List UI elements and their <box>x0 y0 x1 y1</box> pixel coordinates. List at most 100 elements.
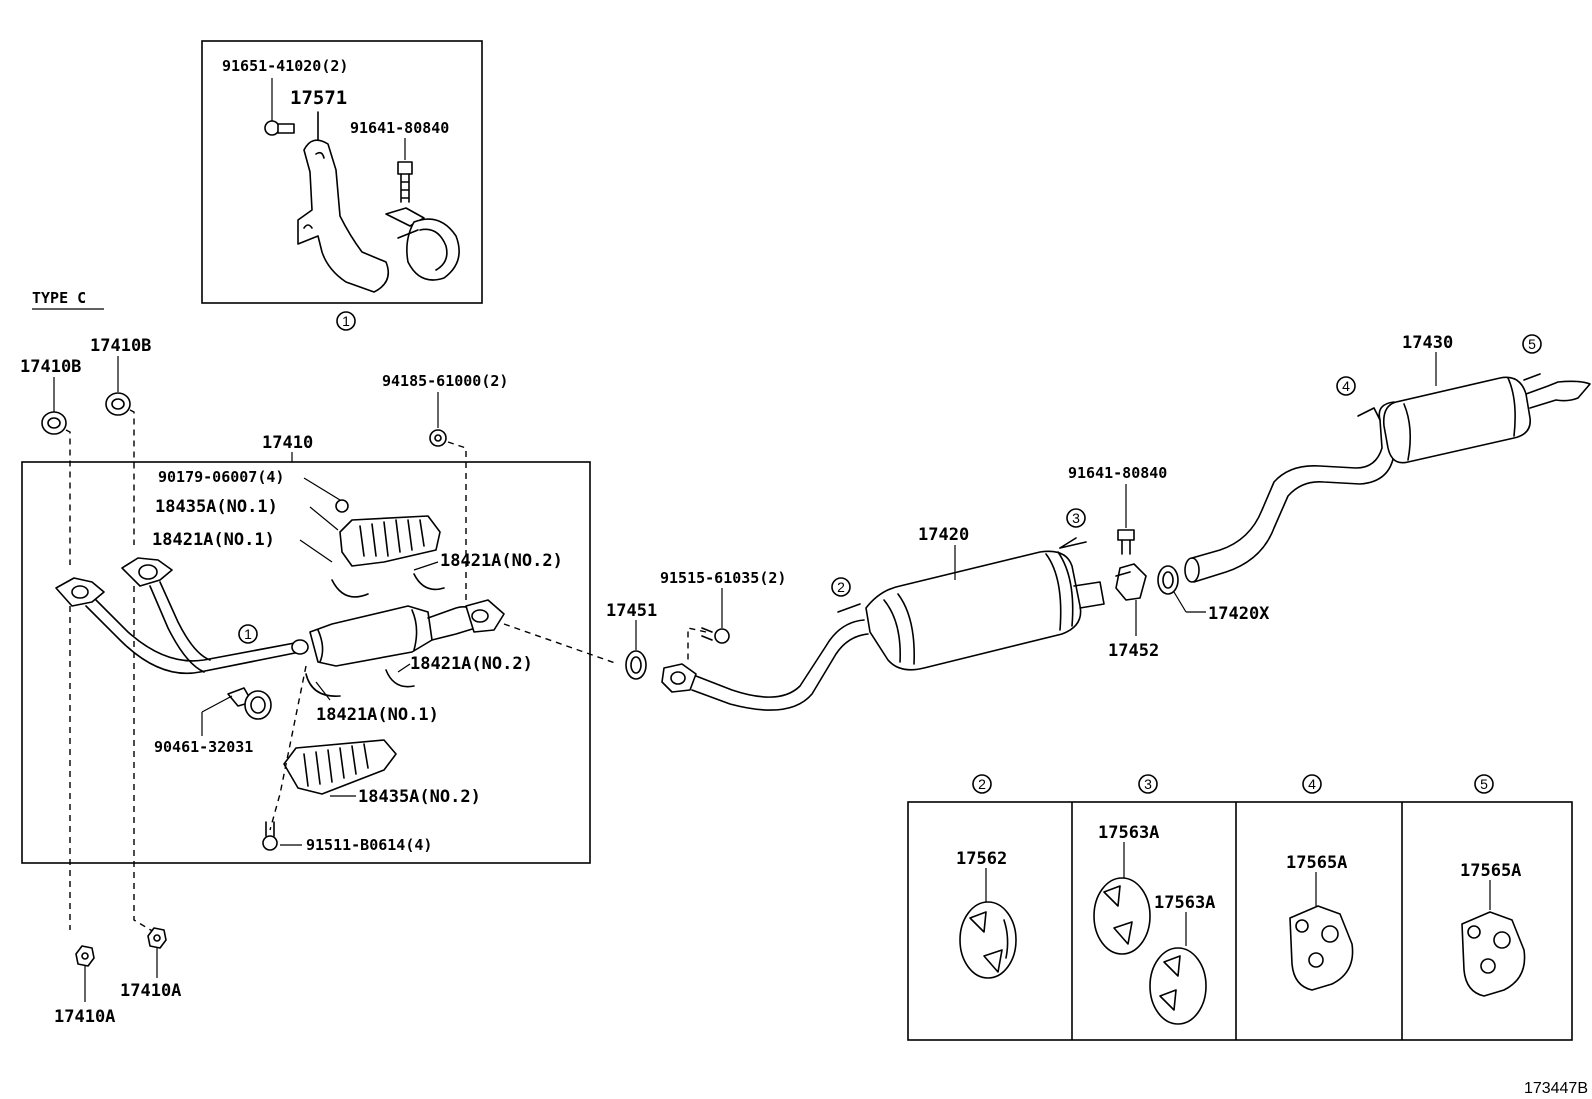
detail-bolt[interactable] <box>397 138 413 203</box>
gasket-17420x[interactable] <box>1157 565 1179 595</box>
hanger-17563a-a[interactable] <box>1093 877 1151 955</box>
callout-1-circle <box>238 624 258 644</box>
box2-callout-number: 2 <box>978 776 986 792</box>
callout-2-circle <box>831 577 851 597</box>
hanger-17565a-box4[interactable] <box>1289 905 1354 991</box>
callout-3-number: 3 <box>1072 510 1080 526</box>
front-pipe-tube-b <box>149 585 205 673</box>
bolt-91511[interactable] <box>262 821 278 851</box>
box4-callout-circle <box>1302 774 1322 794</box>
detail-inset-frame <box>201 40 483 304</box>
clamp-90461[interactable] <box>227 687 272 720</box>
bolt-91515[interactable] <box>701 627 730 644</box>
front-pipe-flange-left[interactable] <box>55 577 105 607</box>
dash-to-17451 <box>503 623 619 665</box>
hanger-boxes-frame <box>907 801 1573 1041</box>
label-90179[interactable]: 90179-06007(4) <box>158 468 284 486</box>
rear-muffler[interactable] <box>1382 373 1591 464</box>
muffler-hanger-rod-rear[interactable] <box>1059 541 1087 549</box>
clamp-18421a-no1-mid[interactable] <box>305 673 341 697</box>
nut-17410a-left[interactable] <box>75 945 95 967</box>
callout-2-number: 2 <box>837 579 845 595</box>
label-18435a-no2[interactable]: 18435A(NO.2) <box>358 787 481 807</box>
label-17420[interactable]: 17420 <box>918 525 969 545</box>
center-pipe[interactable] <box>661 619 869 711</box>
label-17410b-right[interactable]: 17410B <box>90 336 151 356</box>
dash-right-top <box>129 409 135 545</box>
clamp-18421a-no2-mid[interactable] <box>385 669 415 688</box>
front-pipe-tube-a[interactable] <box>85 605 301 675</box>
callout-1-number: 1 <box>244 626 252 642</box>
label-17410b-left[interactable]: 17410B <box>20 357 81 377</box>
dash-91515 <box>687 627 707 664</box>
label-90461[interactable]: 90461-32031 <box>154 738 253 756</box>
box3-part-label-b[interactable]: 17563A <box>1154 893 1215 913</box>
box2-callout-circle <box>972 774 992 794</box>
label-17410a-right[interactable]: 17410A <box>120 981 181 1001</box>
center-muffler[interactable] <box>865 537 1105 671</box>
callout-5-circle <box>1522 334 1542 354</box>
heat-insulator-no2[interactable] <box>283 739 397 795</box>
gasket-17451[interactable] <box>625 650 647 680</box>
box5-callout-circle <box>1474 774 1494 794</box>
tail-pipe[interactable] <box>1184 401 1405 583</box>
clamp-18421a-no2-top[interactable] <box>413 573 445 591</box>
bolt-91641[interactable] <box>1117 529 1135 555</box>
dash-left-top <box>65 429 71 565</box>
label-17410[interactable]: 17410 <box>262 433 313 453</box>
label-17430[interactable]: 17430 <box>1402 333 1453 353</box>
label-17451[interactable]: 17451 <box>606 601 657 621</box>
type-label: TYPE C <box>32 289 86 307</box>
box4-callout-number: 4 <box>1308 776 1316 792</box>
detail-bolt-top-label[interactable]: 91651-41020(2) <box>222 57 348 75</box>
nut-17410a-right[interactable] <box>147 927 167 949</box>
detail-bracket[interactable] <box>297 111 390 293</box>
label-91515[interactable]: 91515-61035(2) <box>660 569 786 587</box>
nut-90179[interactable] <box>335 499 349 513</box>
dash-94185 <box>447 441 467 600</box>
box4-part-label[interactable]: 17565A <box>1286 853 1347 873</box>
hanger-17565a-box5[interactable] <box>1461 911 1526 997</box>
detail-clamp[interactable] <box>385 207 460 281</box>
label-17452[interactable]: 17452 <box>1108 641 1159 661</box>
hanger-17562[interactable] <box>959 901 1017 979</box>
muffler-hanger-rod-front[interactable] <box>837 603 861 613</box>
hanger-17563a-b[interactable] <box>1149 947 1207 1025</box>
front-pipe-assembly: 17410 17410B 17410B 94185-61000(2) 90179… <box>20 336 619 933</box>
label-17410a-left[interactable]: 17410A <box>54 1007 115 1027</box>
detail-bracket-label[interactable]: 17571 <box>290 87 347 109</box>
detail-flange-bolt[interactable] <box>264 78 295 136</box>
nut-94185[interactable] <box>429 429 447 447</box>
label-94185[interactable]: 94185-61000(2) <box>382 372 508 390</box>
callout-4-number: 4 <box>1342 378 1350 394</box>
box2-part-label[interactable]: 17562 <box>956 849 1007 869</box>
front-pipe-tube-b2 <box>159 581 211 661</box>
clamp-18421a-no1-top[interactable] <box>331 579 369 598</box>
rear-hanger-rod-front[interactable] <box>1357 407 1381 421</box>
label-18435a-no1[interactable]: 18435A(NO.1) <box>155 497 278 517</box>
gasket-17410b-right[interactable] <box>105 392 131 416</box>
detail-bolt-label[interactable]: 91641-80840 <box>350 119 449 137</box>
box5-part-label[interactable]: 17565A <box>1460 861 1521 881</box>
front-pipe-tube-a2 <box>95 599 301 662</box>
label-91641[interactable]: 91641-80840 <box>1068 464 1167 482</box>
hanger-boxes: 2 3 4 5 17562 17563A 17563A <box>907 774 1573 1041</box>
box3-part-label-a[interactable]: 17563A <box>1098 823 1159 843</box>
callout-3-circle <box>1066 508 1086 528</box>
detail-callout-circle <box>336 311 356 331</box>
front-pipe-flange-right[interactable] <box>121 557 173 587</box>
label-91511[interactable]: 91511-B0614(4) <box>306 836 432 854</box>
gasket-17410b-left[interactable] <box>41 411 67 435</box>
box5-callout-number: 5 <box>1480 776 1488 792</box>
heat-insulator-no1[interactable] <box>339 515 441 567</box>
clamp-17452[interactable] <box>1115 563 1147 601</box>
box3-callout-number: 3 <box>1144 776 1152 792</box>
label-18421a-no1-top[interactable]: 18421A(NO.1) <box>152 530 275 550</box>
label-18421a-no2-mid[interactable]: 18421A(NO.2) <box>410 654 533 674</box>
catalytic-converter[interactable] <box>291 599 505 667</box>
label-18421a-no2-top[interactable]: 18421A(NO.2) <box>440 551 563 571</box>
figure-id: 173447B <box>1524 1080 1588 1097</box>
label-17420x[interactable]: 17420X <box>1208 604 1270 624</box>
label-18421a-no1-mid[interactable]: 18421A(NO.1) <box>316 705 439 725</box>
